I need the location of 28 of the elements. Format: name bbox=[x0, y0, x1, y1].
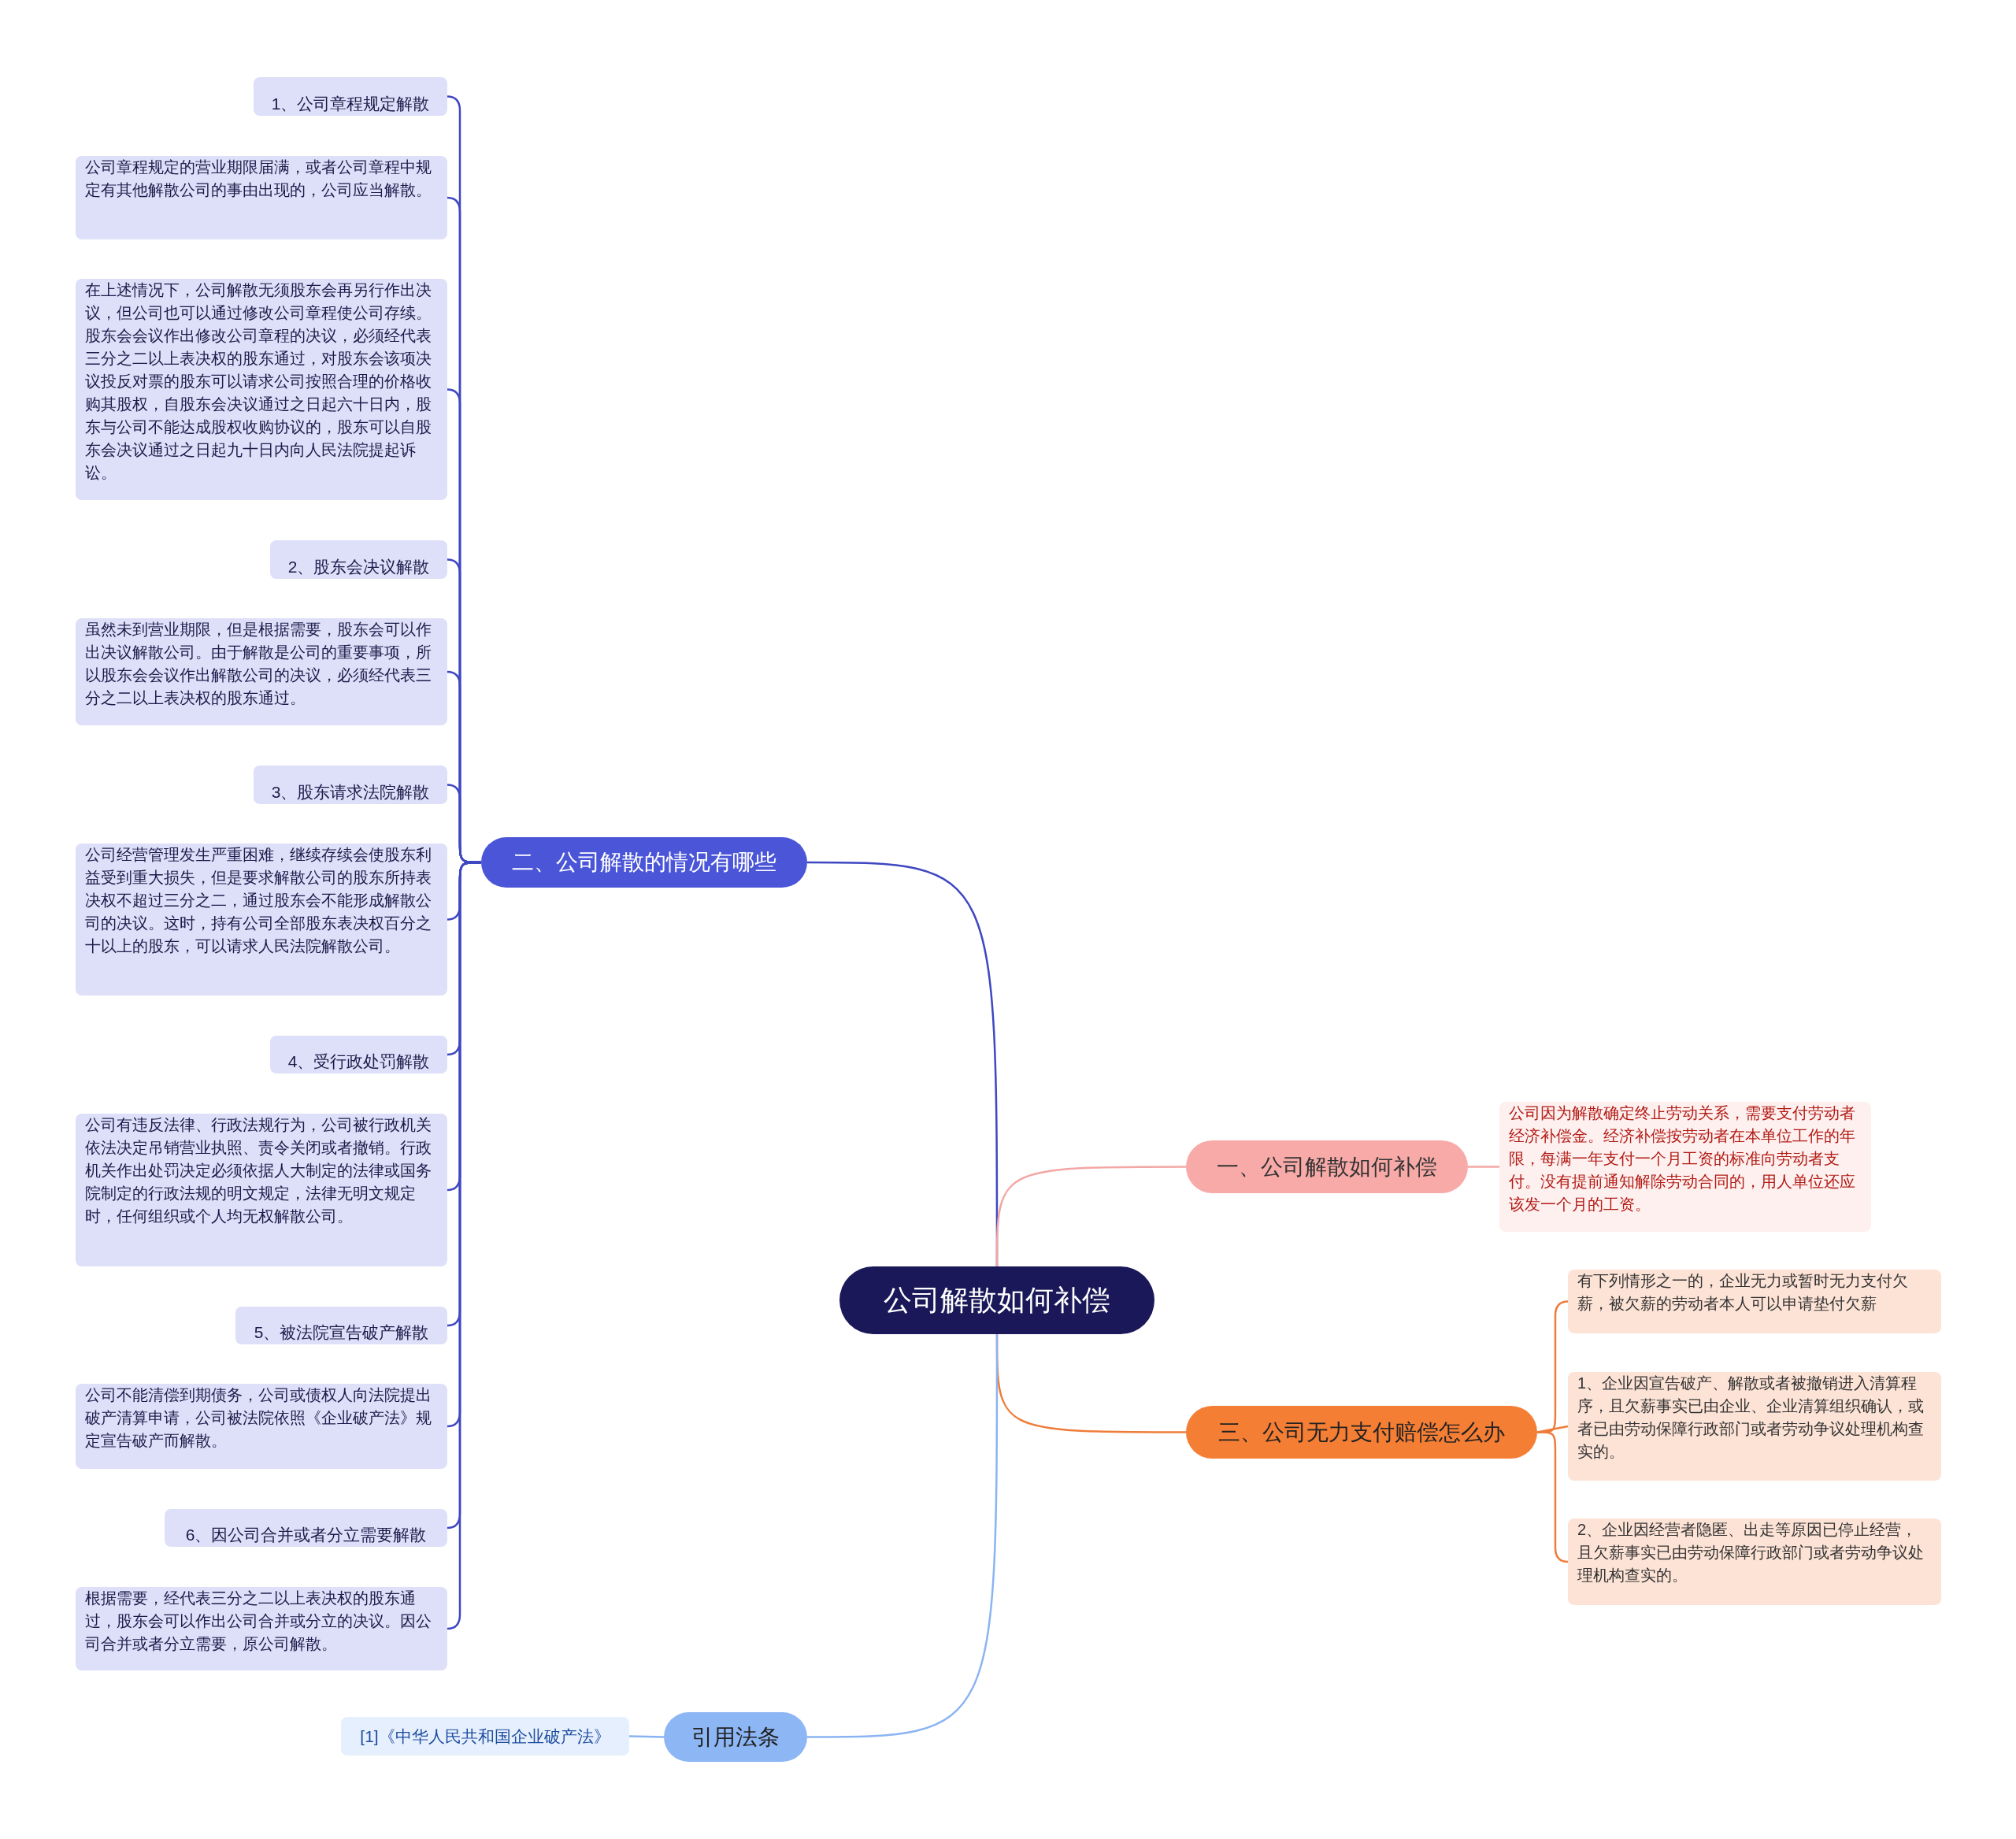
topic-node: 虽然未到营业期限，但是根据需要，股东会可以作出决议解散公司。由于解散是公司的重要事项，所以股东会会议作出解散公司的决议，必须经代表三分之二以上表决权的股东通过。 bbox=[76, 618, 447, 725]
topic-node: 公司不能清偿到期债务，公司或债权人向法院提出破产清算申请，公司被法院依照《企业破产法》规定宣告破产而解散。 bbox=[76, 1384, 447, 1469]
topic-node: 3、股东请求法院解散 bbox=[254, 766, 447, 804]
topic-node: 引用法条 bbox=[664, 1712, 807, 1762]
connector-line bbox=[1537, 1431, 1569, 1563]
topic-node: 公司章程规定的营业期限届满，或者公司章程中规定有其他解散公司的事由出现的，公司应当解散。 bbox=[76, 156, 447, 239]
topic-node: 1、公司章程规定解散 bbox=[254, 77, 447, 116]
topic-node: 公司解散如何补偿 bbox=[839, 1266, 1154, 1334]
topic-node: 公司因为解散确定终止劳动关系，需要支付劳动者经济补偿金。经济补偿按劳动者在本单位工作的年限，每满一年支付一个月工资的标准向劳动者支付。没有提前通知解除劳动合同的，用人单位还应该发一个月的工资。 bbox=[1499, 1102, 1871, 1232]
topic-node: 6、因公司合并或者分立需要解散 bbox=[165, 1509, 447, 1547]
topic-node: 三、公司无力支付赔偿怎么办 bbox=[1186, 1406, 1537, 1459]
topic-node: 4、受行政处罚解散 bbox=[270, 1036, 447, 1073]
topic-node: 5、被法院宣告破产解散 bbox=[235, 1307, 447, 1344]
topic-node: 一、公司解散如何补偿 bbox=[1186, 1140, 1468, 1193]
topic-node: 1、企业因宣告破产、解散或者被撤销进入清算程序，且欠薪事实已由企业、企业清算组织确认，或者已由劳动保障行政部门或者劳动争议处理机构查实的。 bbox=[1568, 1372, 1941, 1481]
topic-node: 根据需要，经代表三分之二以上表决权的股东通过，股东会可以作出公司合并或分立的决议。因公司合并或者分立需要，原公司解散。 bbox=[76, 1587, 447, 1670]
topic-node: 有下列情形之一的，企业无力或暂时无力支付欠薪，被欠薪的劳动者本人可以申请垫付欠薪 bbox=[1568, 1270, 1941, 1333]
connector-line bbox=[995, 1166, 1186, 1266]
connector-line bbox=[1468, 1166, 1499, 1168]
connector-line bbox=[628, 1735, 665, 1738]
topic-node: 在上述情况下，公司解散无须股东会再另行作出决议，但公司也可以通过修改公司章程使公司存续。股东会会议作出修改公司章程的决议，必须经代表三分之二以上表决权的股东通过，对股东会该项决议投反对票的股东可以请求公司按照合理的价格收购其股权，自股东会决议通过之日起六十日内，股东与公司不能达成股权收购协议的，股东可以自股东会决议通过之日起九十日内向人民法院提起诉讼。 bbox=[76, 279, 447, 500]
connector-line bbox=[807, 1334, 999, 1738]
topic-node: 二、公司解散的情况有哪些 bbox=[481, 837, 807, 888]
topic-node: 2、企业因经营者隐匿、出走等原因已停止经营，且欠薪事实已由劳动保障行政部门或者劳动争议处理机构查实的。 bbox=[1568, 1518, 1941, 1605]
topic-node: 2、股东会决议解散 bbox=[270, 540, 447, 579]
topic-node: [1]《中华人民共和国企业破产法》 bbox=[341, 1717, 629, 1756]
topic-node: 公司有违反法律、行政法规行为，公司被行政机关依法决定吊销营业执照、责令关闭或者撤销。行政机关作出处罚决定必须依据人大制定的法律或国务院制定的行政法规的明文规定，法律无明文规定时，任何组织或个人均无权解散公司。 bbox=[76, 1114, 447, 1266]
topic-node: 公司经营管理发生严重困难，继续存续会使股东利益受到重大损失，但是要求解散公司的股东所持表决权不超过三分之二，通过股东会不能形成解散公司的决议。这时，持有公司全部股东表决权百分之十以上的股东，可以请求人民法院解散公司。 bbox=[76, 843, 447, 996]
